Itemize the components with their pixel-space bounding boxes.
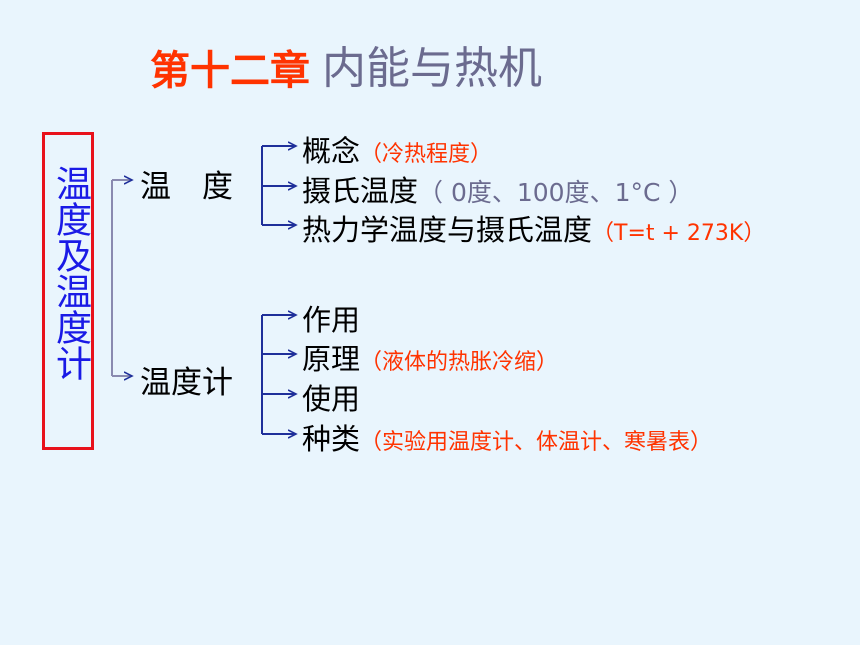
item-label: 作用 bbox=[302, 303, 361, 337]
item-label: 种类 bbox=[302, 422, 361, 456]
root-connector bbox=[111, 180, 132, 376]
item-note: （液体的热胀冷缩） bbox=[360, 350, 559, 375]
item-label: 概念 bbox=[302, 134, 361, 168]
thermometer-item: 种类（实验用温度计、体温计、寒暑表） bbox=[302, 416, 712, 458]
item-label: 热力学温度与摄氏温度 bbox=[302, 213, 593, 247]
temperature-item: 概念（冷热程度） bbox=[302, 128, 492, 170]
thermometer-connector bbox=[261, 315, 296, 434]
chapter-number: 第十二章 bbox=[150, 47, 310, 94]
item-label: 使用 bbox=[302, 382, 361, 416]
branch-temperature-label: 温 度 bbox=[140, 169, 233, 205]
item-label: 摄氏温度 bbox=[302, 174, 419, 208]
thermometer-item: 使用 bbox=[302, 376, 360, 418]
item-note: （ 0度、100度、1°C ） bbox=[418, 178, 694, 207]
item-note: （冷热程度） bbox=[360, 142, 493, 167]
temperature-item: 热力学温度与摄氏温度（T=t + 273K） bbox=[302, 207, 765, 249]
temperature-connector bbox=[261, 146, 296, 225]
thermometer-item: 原理（液体的热胀冷缩） bbox=[302, 336, 558, 378]
item-note: （T=t + 273K） bbox=[592, 221, 766, 246]
page-title: 内能与热机 bbox=[322, 43, 542, 94]
root-node-box: 温度及温度计 bbox=[42, 132, 94, 450]
item-label: 原理 bbox=[302, 342, 361, 376]
thermometer-item: 作用 bbox=[302, 297, 360, 339]
root-node-label: 温度及温度计 bbox=[50, 165, 91, 381]
branch-thermometer-label: 温度计 bbox=[140, 365, 233, 401]
temperature-item: 摄氏温度（ 0度、100度、1°C ） bbox=[302, 168, 693, 210]
item-note: （实验用温度计、体温计、寒暑表） bbox=[360, 430, 713, 455]
